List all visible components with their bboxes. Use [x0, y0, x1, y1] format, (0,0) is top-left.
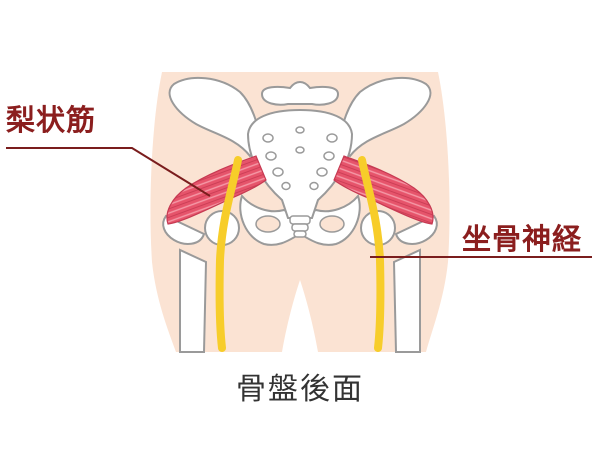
right-piriformis-muscle	[333, 155, 434, 225]
piriformis-leader-line	[6, 147, 211, 197]
right-obturator-foramen	[319, 215, 345, 233]
figure-caption: 骨盤後面	[236, 372, 364, 407]
sacrum	[246, 108, 354, 219]
left-piriformis-muscle	[166, 155, 267, 225]
right-sciatic-nerve	[358, 156, 385, 352]
sacral-foramina	[262, 126, 338, 191]
left-ilium	[168, 76, 264, 158]
left-obturator-foramen	[255, 215, 281, 233]
sciatic-nerve-label: 坐骨神経	[462, 222, 583, 256]
left-sciatic-nerve	[215, 156, 242, 352]
coccyx	[289, 215, 311, 238]
lumbar-vertebra	[260, 81, 340, 106]
piriformis-label: 梨状筋	[6, 103, 97, 137]
right-ilium	[336, 76, 432, 158]
